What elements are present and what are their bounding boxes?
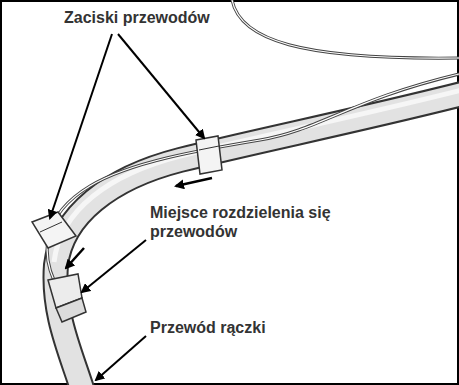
- cable-clip: [32, 212, 76, 248]
- callout-label: Miejsce rozdzielenia się przewodów: [148, 203, 392, 241]
- leader-line: [118, 34, 204, 138]
- thin-cable: [232, 0, 459, 58]
- motion-arrow: [66, 248, 84, 268]
- cable-splitter: [48, 274, 86, 322]
- callout-label: Przewód rączki: [148, 318, 268, 337]
- leader-line: [50, 34, 112, 218]
- motion-arrow: [176, 178, 212, 186]
- cable-clip: [196, 136, 222, 174]
- callout-label: Zaciski przewodów: [62, 8, 212, 27]
- leader-line: [96, 336, 146, 380]
- leader-line: [82, 240, 146, 292]
- thin-cable: [47, 74, 459, 292]
